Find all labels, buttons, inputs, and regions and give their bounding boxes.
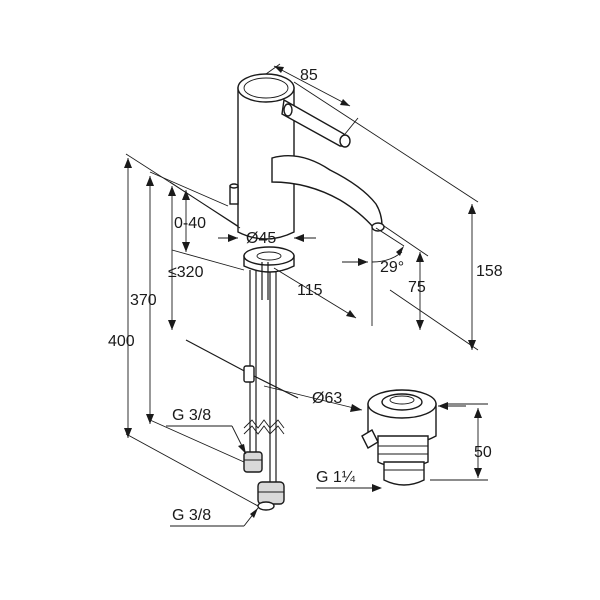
dim-115: 115 (297, 282, 323, 299)
dimension-lines (124, 63, 488, 527)
dim-75: 75 (408, 279, 426, 296)
dim-320: ≤320 (168, 264, 204, 281)
dim-400: 400 (108, 333, 135, 350)
dim-50: 50 (474, 444, 492, 461)
dim-diameter-63: Ø63 (312, 390, 342, 407)
thread-g114: G 1¼ (316, 469, 356, 486)
dim-158: 158 (476, 263, 503, 280)
thread-g38-lower: G 3/8 (172, 507, 211, 524)
drain-assembly (361, 389, 437, 486)
dim-85: 85 (300, 67, 318, 84)
dim-0-40: 0-40 (174, 215, 206, 232)
mounting-and-hoses (185, 246, 299, 511)
faucet-body (229, 73, 385, 240)
dim-370: 370 (130, 292, 157, 309)
dimension-labels: 85 0-40 Ø45 29° ≤320 370 400 115 75 158 … (108, 67, 503, 524)
thread-g38-upper: G 3/8 (172, 407, 211, 424)
dim-angle-29: 29° (380, 259, 404, 276)
dim-diameter-45: Ø45 (246, 230, 276, 247)
